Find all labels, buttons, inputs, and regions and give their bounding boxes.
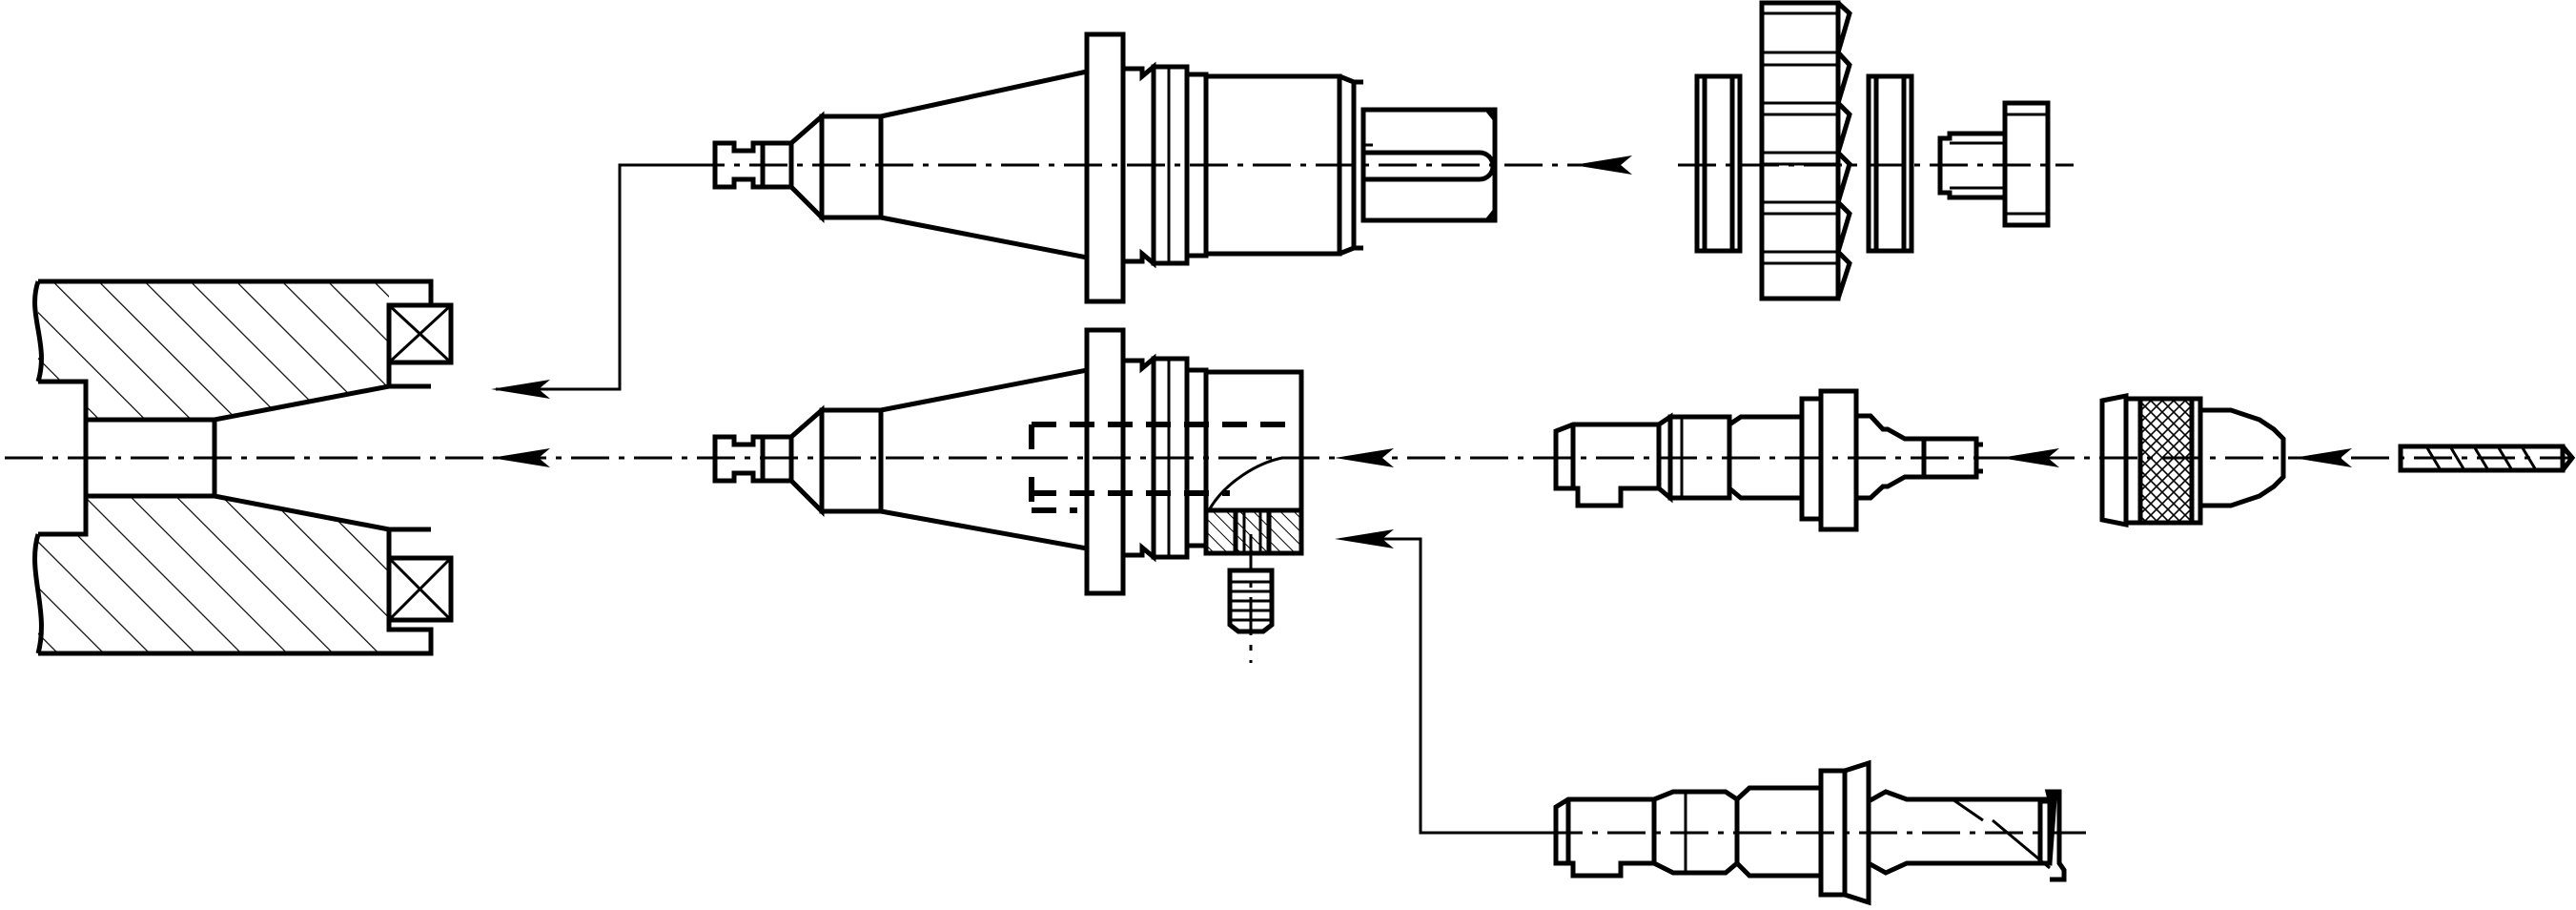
set-screw [1227,568,1275,634]
arrow-cutter-to-adapter [1573,155,1632,175]
drill-bit [2398,444,2576,473]
arrow-top-adapter-to-spindle [491,380,550,399]
flow-arrows [491,155,2352,548]
shell-mill-gear-cutter-stack [1694,0,2051,301]
taper-shank-adapter-top [712,31,1498,304]
bearing-bottom [386,555,454,623]
arrow-chuck-to-collet [2000,448,2059,467]
chuck-knurled [2099,392,2286,528]
arrow-middle-adapter-to-spindle [491,448,550,467]
collet-holder-middle [1553,388,1983,532]
leader-lines [496,163,1549,835]
collet-holder-bottom [1553,759,2067,906]
machine-spindle-section [32,279,454,656]
arrow-drill-to-chuck [2293,448,2352,467]
bearing-top [386,302,454,365]
arrow-bottom-collet-to-adapter [1335,529,1394,548]
taper-shank-adapter-middle [712,327,1304,634]
arrow-collet-to-adapter [1335,448,1394,467]
